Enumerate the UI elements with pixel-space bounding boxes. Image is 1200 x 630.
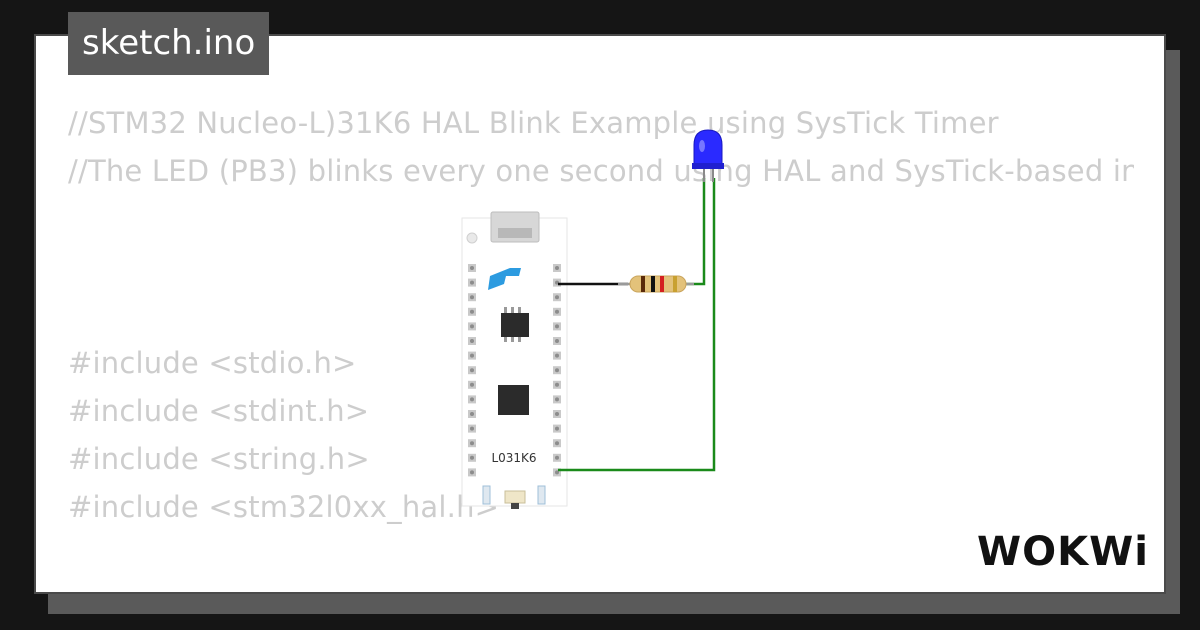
ic-chip	[501, 313, 529, 337]
code-line: #include <stdio.h>	[68, 346, 357, 380]
switch[interactable]	[504, 490, 526, 504]
pin-hole	[555, 368, 559, 373]
svg-text:WOKWi: WOKWi	[977, 529, 1149, 575]
code-line: #include <stdint.h>	[68, 394, 370, 428]
right-pin-header[interactable]	[553, 264, 561, 477]
st-logo-icon	[488, 268, 521, 290]
code-line: #include <string.h>	[68, 442, 370, 476]
pin-hole	[470, 455, 474, 460]
pin-hole	[470, 295, 474, 300]
pin-hole	[555, 455, 559, 460]
preview-card: //STM32 Nucleo-L)31K6 HAL Blink Example …	[34, 34, 1166, 594]
pin-hole	[470, 353, 474, 358]
led-blue[interactable]	[692, 129, 724, 182]
pin-hole	[555, 309, 559, 314]
pin-hole	[470, 441, 474, 446]
nucleo-board[interactable]: L031K6	[461, 211, 568, 509]
pin-hole	[470, 266, 474, 270]
pin-hole	[470, 309, 474, 314]
wire-green	[558, 178, 716, 472]
code-line: //The LED (PB3) blinks every one second …	[68, 154, 1134, 188]
pin-hole	[555, 339, 559, 343]
resistor[interactable]	[618, 275, 694, 293]
pin-hole	[555, 441, 559, 446]
code-area: //STM32 Nucleo-L)31K6 HAL Blink Example …	[36, 36, 1134, 592]
pin-hole	[555, 470, 559, 475]
mcu-chip	[498, 385, 529, 415]
led-indicator	[537, 485, 546, 505]
pin-hole	[470, 339, 474, 343]
pin-hole	[470, 368, 474, 373]
led-indicator	[482, 485, 491, 505]
reset-button[interactable]	[466, 232, 478, 244]
pin-hole	[555, 295, 559, 300]
code-line: //STM32 Nucleo-L)31K6 HAL Blink Example …	[68, 106, 999, 140]
pin-hole	[555, 426, 559, 431]
pin-hole	[555, 324, 559, 329]
pin-hole	[470, 412, 474, 416]
pin-hole	[555, 353, 559, 358]
board-label: L031K6	[491, 451, 536, 465]
left-pin-header[interactable]	[468, 264, 476, 477]
file-tab[interactable]: sketch.ino	[68, 12, 270, 75]
pin-hole	[470, 426, 474, 431]
pin-hole	[470, 324, 474, 329]
pin-hole	[470, 382, 474, 387]
pin-hole	[470, 397, 474, 402]
wire-green	[682, 178, 706, 286]
pin-hole	[555, 266, 559, 270]
pin-hole	[555, 412, 559, 416]
pin-hole	[555, 397, 559, 402]
pin-hole	[470, 470, 474, 475]
code-line: #include <stm32l0xx_hal.h>	[68, 490, 500, 524]
pin-hole	[555, 382, 559, 387]
pin-hole	[470, 280, 474, 285]
wokwi-logo: WOKWi	[977, 529, 1149, 575]
